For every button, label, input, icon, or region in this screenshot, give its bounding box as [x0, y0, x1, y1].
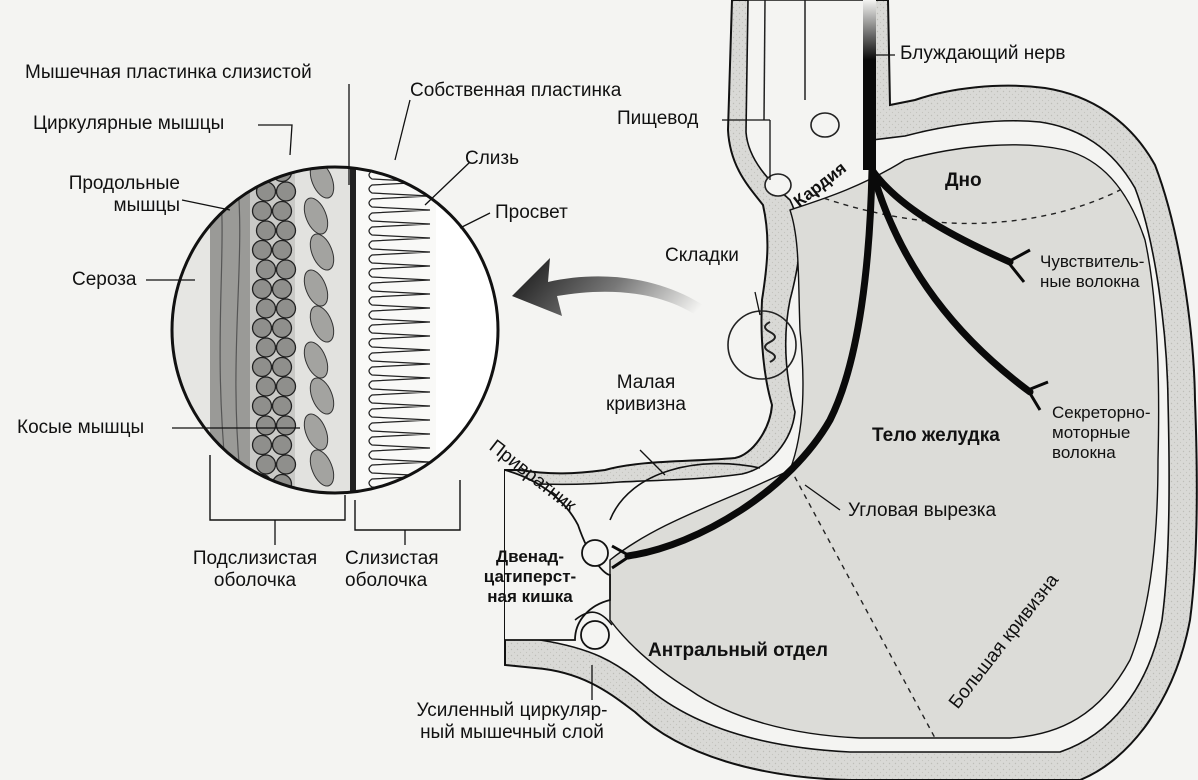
vagus-nerve-trunk [863, 0, 876, 170]
muscularis-mucosae-line [350, 165, 356, 495]
label-body: Тело желудка [872, 425, 1000, 447]
label-mucosa: Слизистая оболочка [345, 548, 439, 592]
mucosa-layer [356, 165, 436, 495]
magnify-arrow [512, 258, 725, 330]
wall-cross-section [170, 159, 506, 545]
esophagus-wall [764, 0, 765, 120]
pylorus-ring-lower [581, 621, 609, 649]
longitudinal-layer [210, 165, 250, 495]
label-antrum: Антральный отдел [648, 640, 828, 662]
label-circular-layer: Усиленный циркуляр- ный мышечный слой [392, 700, 632, 744]
label-angular-notch: Угловая вырезка [848, 500, 996, 522]
label-muscularis-mucosae: Мышечная пластинка слизистой [25, 62, 312, 84]
label-longitudinal-muscles: Продольные мышцы [32, 173, 180, 217]
label-folds: Складки [665, 245, 739, 267]
label-sensory-fibers: Чувствитель- ные волокна [1040, 252, 1144, 292]
label-serosa: Сероза [72, 269, 137, 291]
label-fundus: Дно [945, 170, 982, 192]
circular-muscle-cells [253, 163, 296, 494]
label-circular-muscles: Циркулярные мышцы [33, 113, 224, 135]
label-duodenum: Двенад- цатиперст- ная кишка [475, 547, 585, 607]
label-lumen: Просвет [495, 202, 568, 224]
label-lesser-curvature: Малая кривизна [600, 372, 692, 416]
label-oblique-muscles: Косые мышцы [17, 417, 144, 439]
label-lamina-propria: Собственная пластинка [410, 80, 621, 102]
label-esophagus: Пищевод [617, 108, 698, 130]
pylorus-ring-upper [582, 540, 608, 566]
label-mucus: Слизь [465, 148, 519, 170]
label-submucosa: Подслизистая оболочка [170, 548, 340, 592]
label-vagus-nerve: Блуждающий нерв [900, 43, 1066, 65]
esophagus-ring [811, 113, 839, 137]
label-secretomotor-fibers: Секреторно- моторные волокна [1052, 403, 1151, 463]
